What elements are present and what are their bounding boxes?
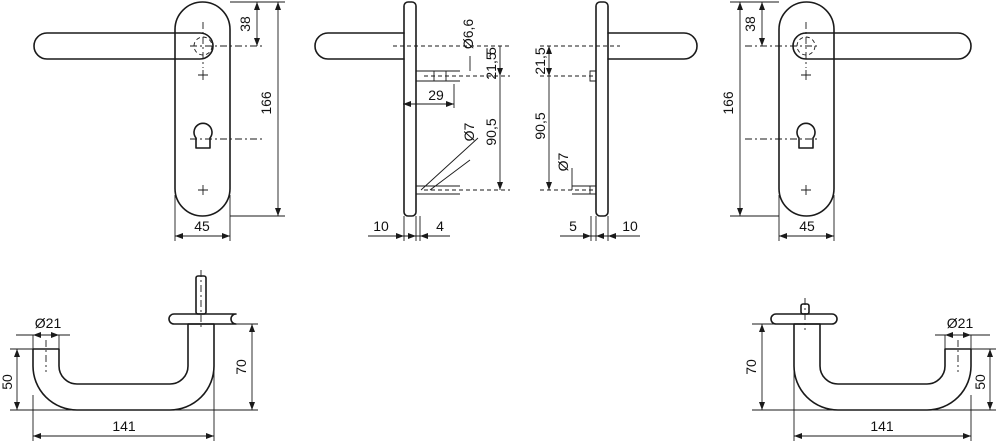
dim-side-right-plate: 10: [622, 218, 638, 234]
dim-side-left-spacing: 21,5: [483, 52, 499, 79]
side-view-right: 21,5 90,5 Ø7 5 10: [532, 1, 698, 241]
dim-side-left-plate: 10: [373, 218, 389, 234]
dim-side-left-pin: 29: [428, 87, 444, 103]
dim-front-right-height: 166: [720, 91, 736, 115]
dim-side-right-distance: 90,5: [532, 112, 548, 139]
top-view-right: Ø21 70 50 141: [743, 298, 996, 441]
dim-side-right-spacing: 21,5: [532, 47, 548, 74]
front-view-right: 38 166 45: [720, 1, 972, 241]
dim-side-left-offset: 5: [483, 47, 499, 55]
dim-side-right-screw: Ø7: [555, 152, 571, 171]
dim-side-left-screw: Ø7: [461, 122, 477, 141]
keyhole-left: [193, 122, 213, 149]
plate-edge-left: [403, 1, 417, 217]
lever-right: [792, 32, 972, 60]
dim-side-right-gap: 5: [569, 218, 577, 234]
dim-front-left-width: 45: [194, 218, 210, 234]
escutcheon-plate-left: [174, 1, 231, 217]
dim-top-left-length: 141: [112, 418, 136, 434]
lever-left: [33, 32, 214, 60]
plate-edge-right: [595, 1, 609, 217]
top-view-left: Ø21 50 70 141: [0, 270, 258, 441]
dim-top-left-reach: 70: [233, 359, 249, 375]
rose-right: [770, 313, 838, 325]
dim-top-right-dia: Ø21: [947, 315, 974, 331]
dim-top-right-length: 141: [870, 418, 894, 434]
escutcheon-plate-right: [778, 1, 835, 217]
lever-top-left: [32, 323, 215, 411]
dim-top-left-dia: Ø21: [35, 315, 62, 331]
keyhole-right: [796, 122, 816, 149]
side-view-left: Ø6,6 5 21,5 29 Ø7 90,5 10 4: [314, 1, 510, 241]
front-view-left: 38 166 45: [33, 1, 285, 241]
lever-top-right: [793, 323, 972, 411]
dim-front-right-pitch: 38: [742, 16, 758, 32]
dim-side-left-bore: Ø6,6: [460, 19, 476, 50]
dim-top-left-depth: 50: [0, 374, 15, 390]
dim-top-right-reach: 70: [743, 359, 759, 375]
dim-front-left-pitch: 38: [237, 16, 253, 32]
lever-side-right: [607, 32, 698, 60]
lever-side-left: [314, 32, 405, 60]
rose-left: [168, 313, 237, 325]
dim-top-right-depth: 50: [972, 374, 988, 390]
dim-side-left-distance: 90,5: [483, 118, 499, 145]
dim-front-left-height: 166: [258, 91, 274, 115]
dim-side-left-gap: 4: [436, 218, 444, 234]
dim-front-right-width: 45: [799, 218, 815, 234]
